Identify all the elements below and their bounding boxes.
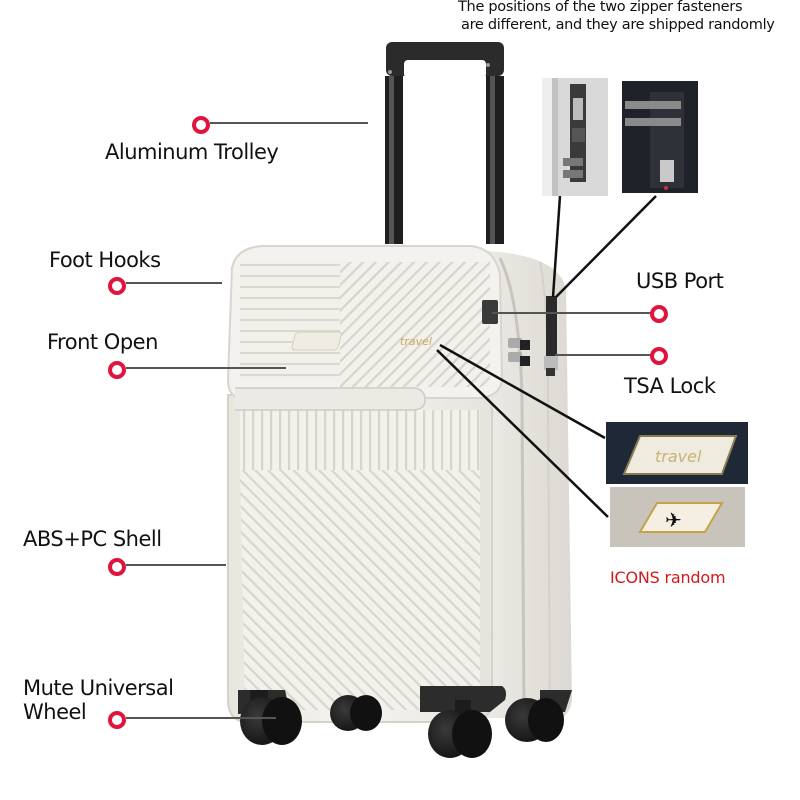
svg-text:travel: travel [400,335,432,348]
icons-random-note: ICONS random [610,568,726,587]
wheels [240,690,564,758]
leader-line-usb-port [492,312,652,314]
zipper-note-line2: are different, and they are shipped rand… [461,17,775,33]
label-tsa-lock: TSA Lock [624,374,716,398]
label-abs-pc-shell: ABS+PC Shell [23,527,162,551]
callout-dot-foot-hooks [108,277,126,295]
callout-dot-aluminum-trolley [192,116,210,134]
zipper-note-line1: The positions of the two zipper fastener… [458,0,743,15]
svg-text:travel: travel [655,447,702,466]
callout-dot-abs-pc-shell [108,558,126,576]
tsa-lock [546,296,557,360]
leader-line-front-open [126,367,286,369]
leader-line-tsa-lock [555,354,652,356]
trolley-handle [385,42,504,244]
callout-dot-tsa-lock [650,347,668,365]
leader-line-mute-universal-wheel [126,717,276,719]
detail-thumb-airplane-badge: ✈ [610,487,745,547]
detail-thumb-travel-badge: travel [606,422,748,484]
callout-dot-mute-universal-wheel [108,711,126,729]
svg-text:✈: ✈ [665,508,682,532]
callout-dot-front-open [108,361,126,379]
label-foot-hooks: Foot Hooks [49,248,161,272]
leader-line-abs-pc-shell [126,564,226,566]
label-front-open: Front Open [47,330,158,354]
label-usb-port: USB Port [636,269,724,293]
leader-line-aluminum-trolley [210,122,368,124]
label-mute-universal-wheel-line2: Wheel [23,700,87,724]
callout-dot-usb-port [650,305,668,323]
detail-thumb-light-lock [542,78,608,196]
leader-line-foot-hooks [126,282,222,284]
detail-thumb-dark-lock [622,81,698,193]
label-mute-universal-wheel-line1: Mute Universal [23,676,174,700]
travel-logo-badge: travel [291,331,432,351]
label-aluminum-trolley: Aluminum Trolley [105,140,279,164]
usb-port [482,300,498,324]
